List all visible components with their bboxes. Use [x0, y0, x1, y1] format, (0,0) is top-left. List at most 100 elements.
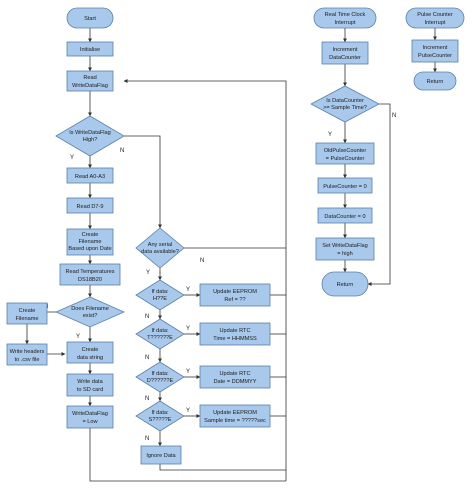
update-eeprom-ref-box: [199, 283, 271, 307]
update-rtc-time-label-2: Time = HHMMSS: [213, 336, 257, 342]
read-flag-box: [66, 70, 114, 92]
inc-pulse-box: [411, 39, 459, 63]
update-eeprom-ref-label-1: Update EEPROM: [213, 289, 257, 295]
update-rtc-time-box: [199, 322, 271, 346]
update-eeprom-ref-label-2: Ref = ??: [224, 297, 245, 303]
create-data-string-label-1: Create: [82, 347, 99, 353]
update-rtc-time-label-1: Update RTC: [220, 328, 251, 334]
read-temps-label-1: Read Temperatures: [65, 269, 114, 275]
read-a0-label: Read A0-A3: [75, 174, 105, 180]
label-ifh-no: N: [145, 314, 149, 320]
write-headers-box: [6, 343, 48, 366]
does-filename-exist-decision: [55, 296, 125, 328]
update-eeprom-sample-label-2: Sample time = ?????sec: [204, 418, 266, 424]
update-rtc-date-label-2: Date = DDMMYY: [213, 379, 256, 385]
start-label: Start: [84, 16, 96, 22]
if-h-decision: [135, 279, 185, 311]
update-rtc-date-box: [199, 365, 271, 389]
inc-data-counter-label-2: DataCounter: [329, 55, 361, 61]
edge-bus-read: [123, 79, 287, 481]
node-labels: Start Initialise Read WriteDataFlag Is W…: [10, 12, 453, 459]
label-ifh-yes: Y: [186, 287, 190, 293]
set-flag-high-label-2: = high: [337, 251, 352, 257]
is-data-counter-label-2: >= Sample Time?: [323, 105, 367, 111]
update-eeprom-sample-box: [199, 404, 271, 428]
read-flag-label-1: Read: [83, 75, 96, 81]
inc-pulse-label-1: Increment: [423, 45, 448, 51]
pulse-zero-box: [317, 177, 373, 194]
read-temps-box: [59, 263, 121, 286]
pulse-interrupt-label-2: Interrupt: [425, 20, 446, 26]
ignore-data-label: Ignore Data: [146, 453, 176, 459]
create-filename-box: [66, 228, 114, 256]
rtc-interrupt-label-2: Interrupt: [335, 20, 356, 26]
inc-data-counter-label-1: Increment: [333, 47, 358, 53]
label-serial-no: N: [200, 258, 204, 264]
pulse-zero-label: PulseCounter = 0: [323, 184, 366, 190]
label-ift-no: N: [145, 355, 149, 361]
return-1-label: Return: [337, 282, 354, 288]
does-filename-exist-label-2: exist?: [83, 313, 98, 319]
return-terminal-1: [321, 271, 369, 297]
read-d7-box: [66, 197, 114, 214]
ignore-data-box: [140, 445, 182, 465]
write-flag-low-box: [66, 405, 114, 429]
edge-isdc-no-return: [367, 103, 391, 286]
pulse-interrupt-terminal: [405, 7, 465, 29]
create-filename-label-3: Based upon Date: [68, 246, 111, 252]
write-flag-low-label-1: WriteDataFlag: [72, 411, 108, 417]
initialise-label: Initialise: [80, 47, 100, 53]
read-a0-box: [66, 167, 114, 184]
if-t-decision: [135, 318, 185, 350]
read-d7-label: Read D7-9: [76, 204, 103, 210]
set-flag-high-box: [315, 237, 375, 261]
is-data-counter-label-1: Is DataCounter: [326, 98, 364, 104]
label-ifs-no: N: [145, 436, 149, 442]
old-pulse-label-1: OldPulseCounter: [324, 148, 367, 154]
return-2-label: Return: [427, 79, 444, 85]
is-data-counter-decision: [310, 85, 380, 123]
if-s-decision: [135, 400, 185, 432]
if-h-label-1: If data:: [151, 289, 169, 295]
create-file-label-1: Create: [19, 308, 36, 314]
update-rtc-date-label-1: Update RTC: [220, 371, 251, 377]
rtc-interrupt-label-1: Real Time Clock: [325, 12, 366, 18]
label-isflag-yes: Y: [70, 155, 74, 161]
create-data-string-box: [66, 341, 114, 364]
set-flag-high-label-1: Set WriteDataFlag: [322, 243, 368, 249]
edge-isflag-serial: [124, 135, 162, 229]
label-isdc-no: N: [392, 113, 396, 119]
data-zero-label: DataCounter = 0: [324, 214, 365, 220]
read-flag-label-2: WriteDataFlag: [72, 83, 108, 89]
rtc-interrupt-terminal: [313, 7, 377, 29]
is-flag-high-decision: [55, 115, 125, 157]
any-serial-label-2: data available?: [141, 249, 179, 255]
is-flag-high-label-2: High?: [83, 137, 98, 143]
create-filename-label-2: Filename: [78, 239, 101, 245]
label-ifs-yes: Y: [186, 408, 190, 414]
return-terminal-2: [413, 71, 457, 91]
edge-low-bottom: [89, 428, 286, 482]
label-serial-yes: Y: [146, 270, 150, 276]
create-file-box: [6, 302, 48, 325]
pulse-interrupt-label-1: Pulse Counter: [417, 12, 453, 18]
label-isdc-yes: Y: [328, 132, 332, 138]
if-h-label-2: H??E: [153, 296, 167, 302]
read-temps-label-2: DS18B20: [78, 277, 102, 283]
if-d-label-1: If data:: [151, 371, 169, 377]
any-serial-decision: [135, 227, 185, 269]
create-file-label-2: Filename: [15, 316, 38, 322]
if-t-label-1: If data:: [151, 328, 169, 334]
old-pulse-label-2: = PulseCounter: [326, 156, 365, 162]
write-flag-low-label-2: = Low: [82, 419, 98, 425]
if-s-label-1: If data:: [151, 410, 169, 416]
shapes: [6, 7, 465, 465]
label-ifd-no: N: [145, 396, 149, 402]
create-filename-label-1: Create: [82, 232, 99, 238]
data-zero-box: [317, 207, 373, 224]
create-data-string-label-2: data string: [77, 355, 103, 361]
any-serial-label-1: Any serial: [148, 242, 173, 248]
update-eeprom-sample-label-1: Update EEPROM: [213, 410, 257, 416]
if-s-label-2: S?????E: [148, 417, 171, 423]
